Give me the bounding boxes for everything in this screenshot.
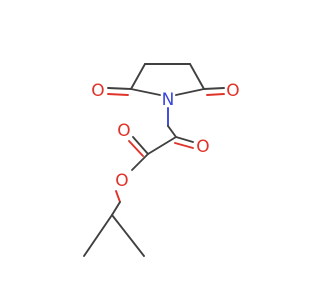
atom-label-o-ester: O: [115, 171, 128, 191]
bond-ck-o-double-a: [175, 136, 194, 143]
atom-label-o-ring-right: O: [226, 81, 239, 101]
bond-ring-c1-o-double-b: [107, 93, 129, 96]
bond-ring-c4-n: [175, 88, 205, 96]
bond-ring-c1-c2: [130, 63, 146, 90]
bond-n-ck-lower: [167, 125, 177, 138]
bond-ck-ce: [147, 136, 177, 155]
molecule-structure: N O O O O O: [83, 63, 240, 257]
bond-ce-o-double-b: [128, 140, 144, 157]
bond-ch-ch3-left: [83, 214, 113, 257]
bond-ring-c3-c4: [189, 63, 205, 90]
atom-label-o-ketone: O: [196, 137, 209, 157]
atom-label-o-ring-left: O: [91, 81, 104, 101]
bond-ch2-ch: [111, 201, 121, 216]
bond-ce-o-double-a: [132, 136, 149, 155]
bond-ring-c1-n: [130, 88, 161, 96]
atom-label-o-ester-carbonyl: O: [117, 121, 130, 141]
atom-label-n: N: [162, 90, 175, 110]
bond-o-ch2: [115, 190, 121, 203]
bond-ring-c4-o-double-a: [203, 87, 225, 90]
bond-ring-c1-o-double-a: [107, 87, 132, 90]
bond-ce-o-single: [131, 153, 149, 171]
bond-ck-o-double-b: [174, 142, 194, 149]
bond-ring-c4-o-double-b: [206, 93, 225, 96]
bond-ch-ch3-right: [111, 214, 145, 257]
